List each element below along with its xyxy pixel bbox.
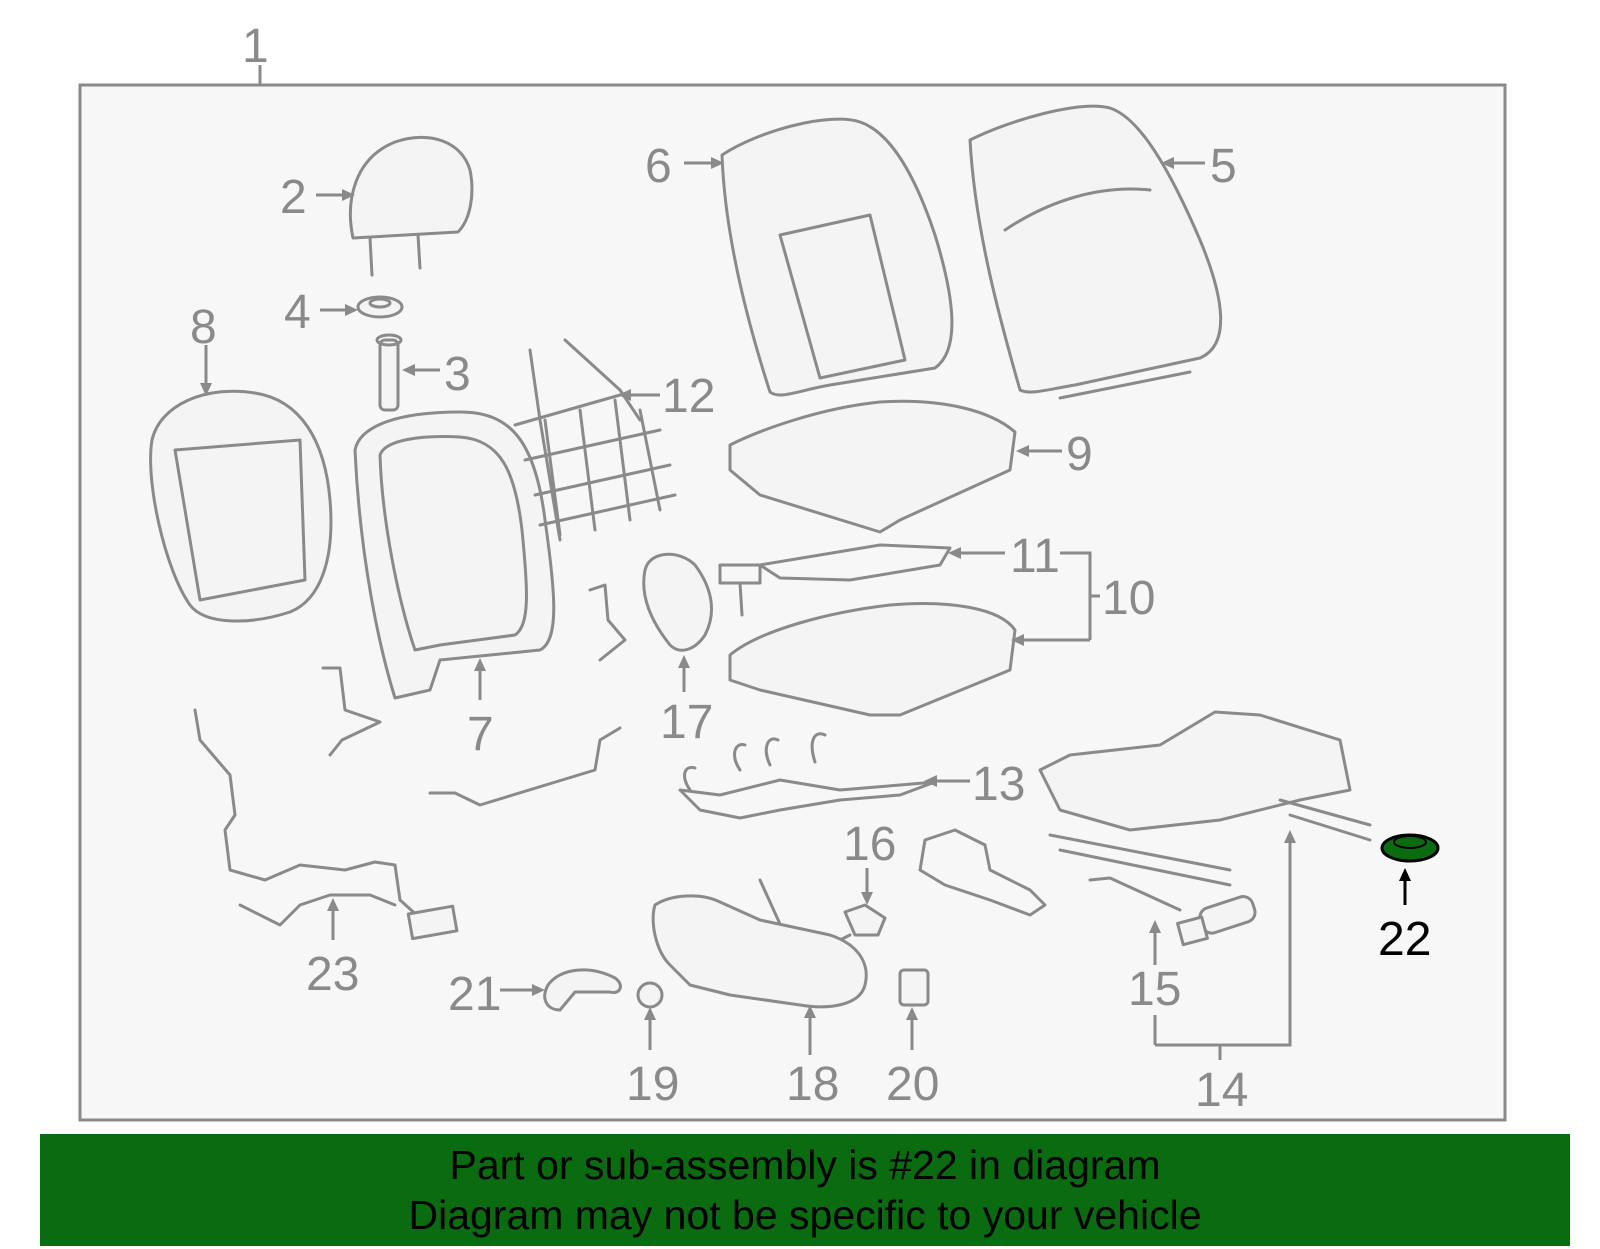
part-21-handle[interactable] [543,968,622,1012]
callout-23: 23 [306,948,359,1001]
callout-7: 7 [467,708,494,761]
callout-13: 13 [972,758,1025,811]
part-9-cushion-pad[interactable] [728,399,1017,534]
callout-8: 8 [190,301,217,354]
callout-16: 16 [843,818,896,871]
callout-19: 19 [626,1058,679,1111]
callout-15: 15 [1128,963,1181,1016]
part-2-headrest[interactable] [349,135,474,277]
callout-10: 10 [1102,572,1155,625]
part-15-motor[interactable] [1088,876,1258,947]
part-7-back-frame[interactable] [353,410,556,700]
callout-1: 1 [242,20,269,73]
footer-line-part: Part or sub-assembly is #22 in diagram [449,1142,1161,1188]
part-11-sensor-mat[interactable] [718,543,952,617]
part-17-shield[interactable] [642,552,714,652]
callout-3: 3 [444,348,471,401]
callout-20: 20 [886,1058,939,1111]
part-18-side-shield[interactable] [651,894,868,1009]
part-14-adjuster[interactable] [1038,710,1372,887]
part-rod [428,726,622,807]
callout-9: 9 [1066,428,1093,481]
part-13-suspension[interactable] [678,732,937,820]
callout-22: 22 [1378,913,1431,966]
part-22-highlighted[interactable] [1380,833,1440,863]
callout-12: 12 [662,370,715,423]
part-5-back-cover[interactable] [968,104,1223,400]
footer-banner: Part or sub-assembly is #22 in diagram D… [40,1134,1570,1246]
footer-line-disclaimer: Diagram may not be specific to your vehi… [408,1192,1202,1238]
callout-6: 6 [645,140,672,193]
callout-4: 4 [284,286,311,339]
part-bracket [321,583,627,757]
part-10-cushion-assembly[interactable] [728,602,1017,717]
callout-14: 14 [1195,1064,1248,1117]
part-4-guide[interactable] [356,295,404,319]
callout-2: 2 [280,171,307,224]
part-19-knob[interactable] [636,981,664,1009]
callout-18: 18 [786,1058,839,1111]
callout-11: 11 [1010,530,1060,583]
callout-5: 5 [1210,140,1237,193]
part-side-bracket [918,828,1047,917]
callout-17: 17 [660,696,713,749]
callout-21: 21 [448,968,501,1021]
part-3-guide[interactable] [375,333,403,412]
part-12-spring[interactable] [513,338,677,542]
part-6-back-cover[interactable] [720,117,954,397]
part-8-back-panel[interactable] [149,389,333,623]
part-23-harness[interactable] [193,708,459,941]
part-20-switch[interactable] [898,968,930,1007]
